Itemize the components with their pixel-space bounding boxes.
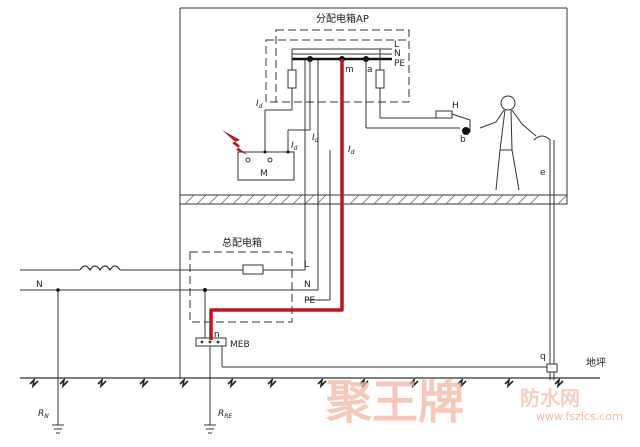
point-a-label: a (367, 65, 373, 75)
motor-circuit (222, 59, 311, 181)
watermark: 聚王牌 防水网 www.fszlcs.com (325, 375, 623, 429)
sub-distribution-box (265, 29, 410, 118)
svg-text:Id: Id (348, 145, 355, 156)
point-n-label: n (214, 330, 220, 340)
point-b-label: b (460, 135, 466, 145)
phase-n-main: N (304, 280, 311, 290)
building (179, 7, 568, 378)
ap-box-title: 分配电箱AP (316, 12, 369, 25)
phase-pe-main: PE (304, 296, 315, 306)
point-m-label: m (345, 65, 354, 75)
feeder-lines (295, 58, 331, 301)
svg-text:Id: Id (256, 99, 263, 110)
water-pipe (533, 135, 558, 380)
svg-text:Id: Id (312, 133, 319, 144)
svg-text:Id: Id (291, 141, 298, 152)
main-distribution-box (189, 251, 550, 434)
main-box-title: 总配电箱 (222, 236, 262, 249)
watermark-url: www.fszlcs.com (536, 410, 623, 423)
device-h-label: H (452, 101, 459, 111)
appliance-circuit (365, 59, 471, 135)
phase-l-main: L (304, 260, 309, 270)
motor-m-label: M (260, 169, 268, 179)
phase-pe-top: PE (394, 59, 405, 69)
source-transformer (20, 265, 305, 434)
rn-label: RN (38, 409, 49, 420)
phase-l-top: L (394, 40, 399, 50)
current-id-2: I (291, 141, 294, 151)
source-n-label: N (36, 280, 43, 290)
watermark-side: 防水网 (520, 386, 580, 410)
current-id-1: I (256, 99, 259, 109)
current-id-3: I (312, 133, 315, 143)
ground (20, 377, 600, 389)
watermark-main: 聚王牌 (325, 375, 464, 429)
meb-label: MEB (230, 340, 250, 350)
current-id-4: I (348, 145, 351, 155)
point-e-label: e (540, 168, 546, 178)
phase-n-top: N (394, 49, 401, 59)
person-figure (479, 95, 537, 191)
fault-current-path (209, 59, 344, 340)
point-q-label: q (540, 352, 546, 362)
rre-label: RRE (218, 409, 232, 420)
floor-label: 地坪 (586, 356, 606, 369)
current-labels: Id Id Id Id (256, 99, 355, 156)
